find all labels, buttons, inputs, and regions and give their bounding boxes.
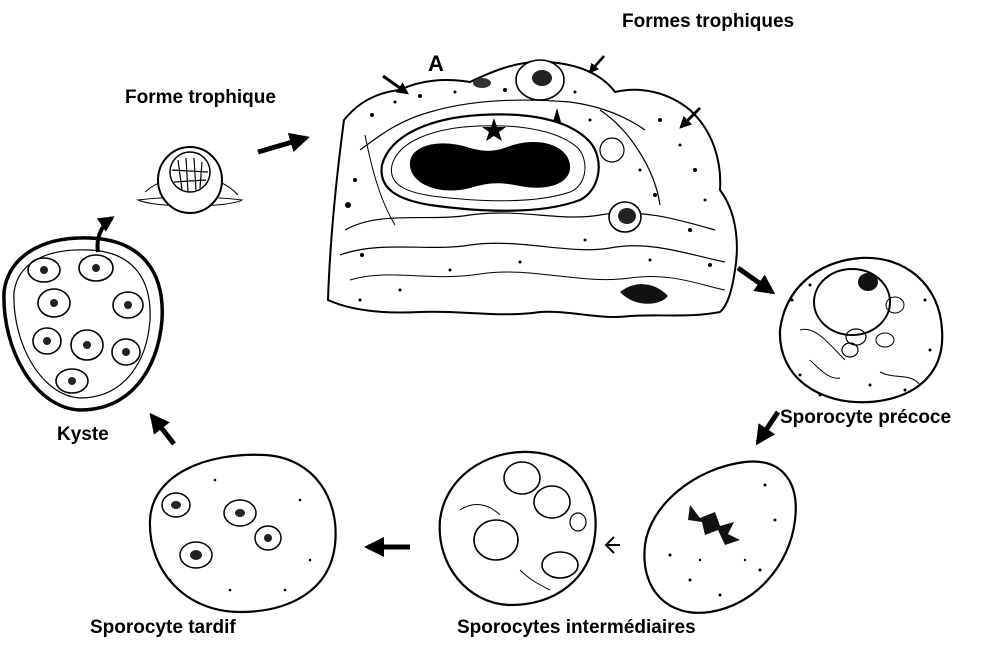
- sporocyte-chromatin-drawing: [644, 462, 795, 613]
- label-sporocytes-intermediaires: Sporocytes intermédiaires: [457, 618, 696, 637]
- label-sporocyte-tardif: Sporocyte tardif: [90, 618, 236, 637]
- late-sporocyte-drawing: [150, 455, 336, 612]
- intermediate-sporocytes-drawing: [440, 452, 596, 605]
- label-sporocyte-precoce: Sporocyte précoce: [780, 408, 951, 427]
- label-forme-trophique: Forme trophique: [125, 88, 276, 107]
- label-formes-trophiques: Formes trophiques: [622, 12, 794, 31]
- trophic-form-drawing: [138, 147, 242, 213]
- alveolar-tissue-section: [328, 56, 737, 317]
- open-arrowhead: [606, 537, 620, 553]
- arrow-down-right: [758, 412, 778, 442]
- cyst-drawing: [4, 238, 162, 410]
- arrow-to-early-sporocyte: [738, 268, 772, 292]
- arrow-to-cyst: [152, 416, 174, 444]
- arrow-to-tissue: [258, 138, 306, 152]
- early-sporocyte-drawing: [780, 258, 942, 402]
- panel-letter: A: [428, 53, 444, 75]
- label-kyste: Kyste: [57, 425, 109, 444]
